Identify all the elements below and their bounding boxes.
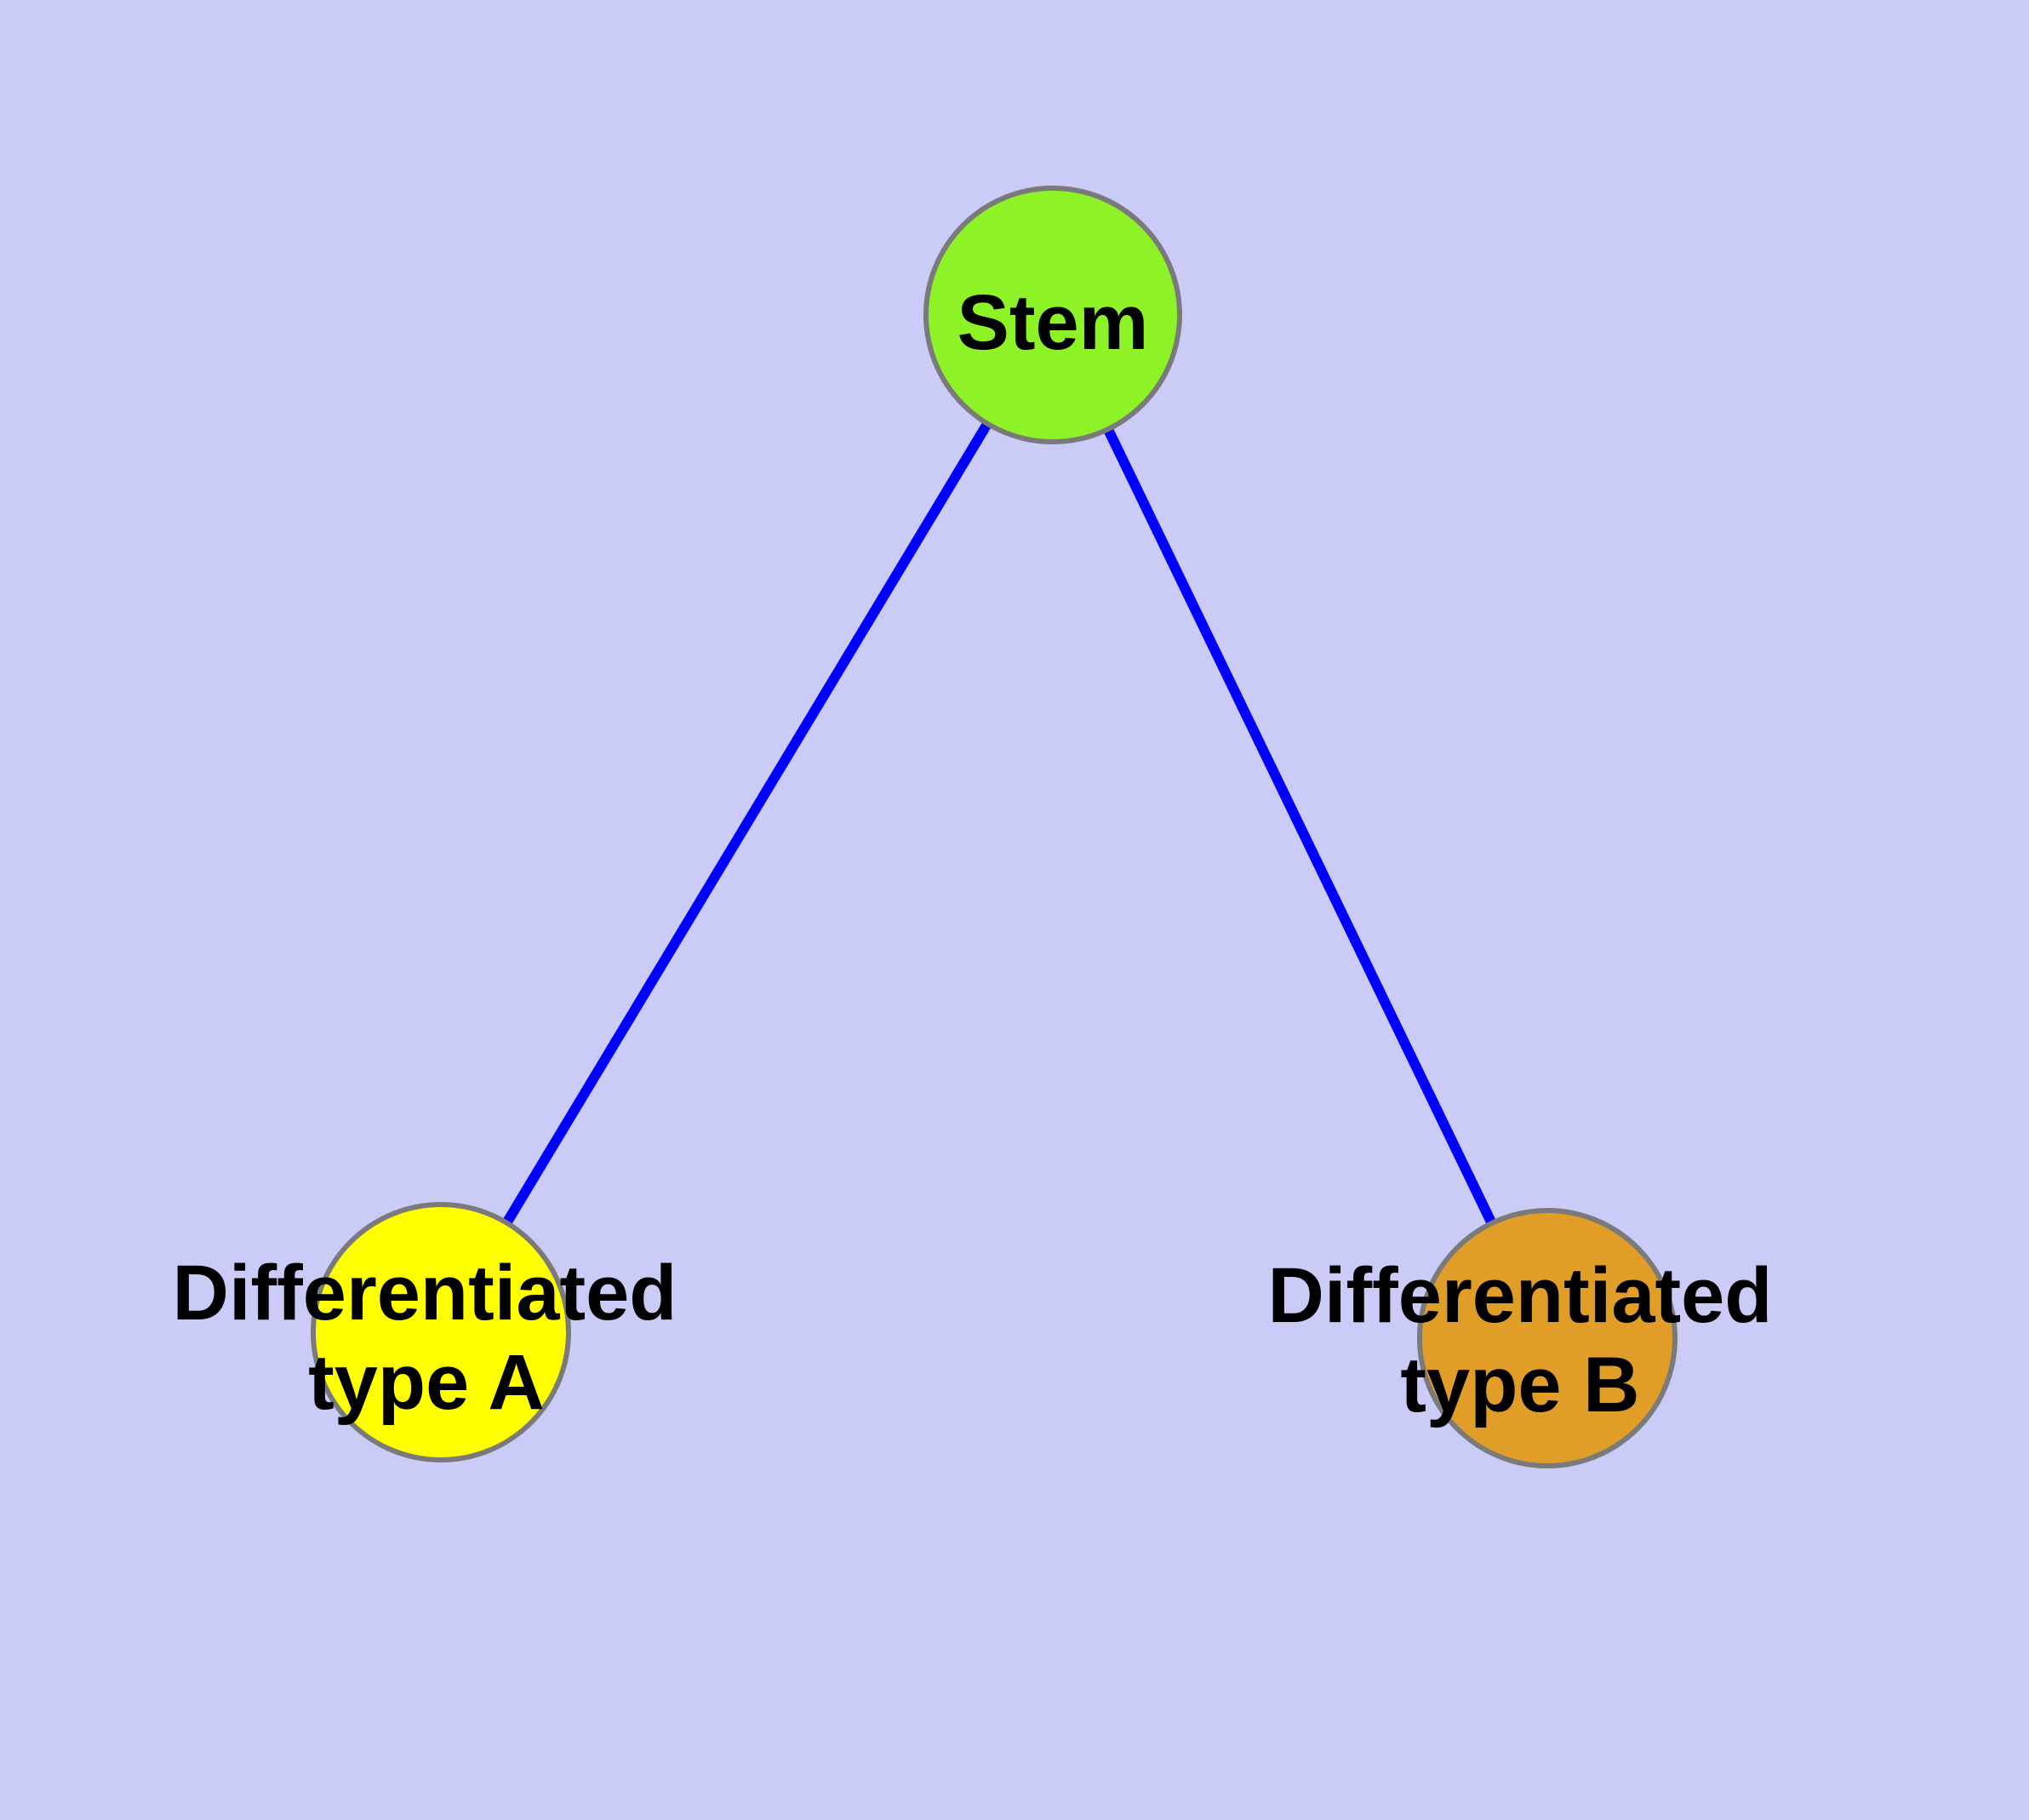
node-label-type-a-line1: Differentiated (173, 1250, 677, 1336)
node-label-type-b-line2: type B (1400, 1342, 1639, 1428)
node-differentiated-type-b (1417, 1208, 1677, 1468)
node-differentiated-type-a (311, 1202, 571, 1462)
node-label-stem: Stem (957, 279, 1149, 366)
edge-stem-to-type-b (1048, 312, 1552, 1341)
node-stem (923, 186, 1182, 444)
node-label-type-a-line2: type A (308, 1339, 545, 1426)
edge-stem-to-type-a (436, 312, 1058, 1336)
node-label-type-b-line1: Differentiated (1268, 1252, 1773, 1339)
